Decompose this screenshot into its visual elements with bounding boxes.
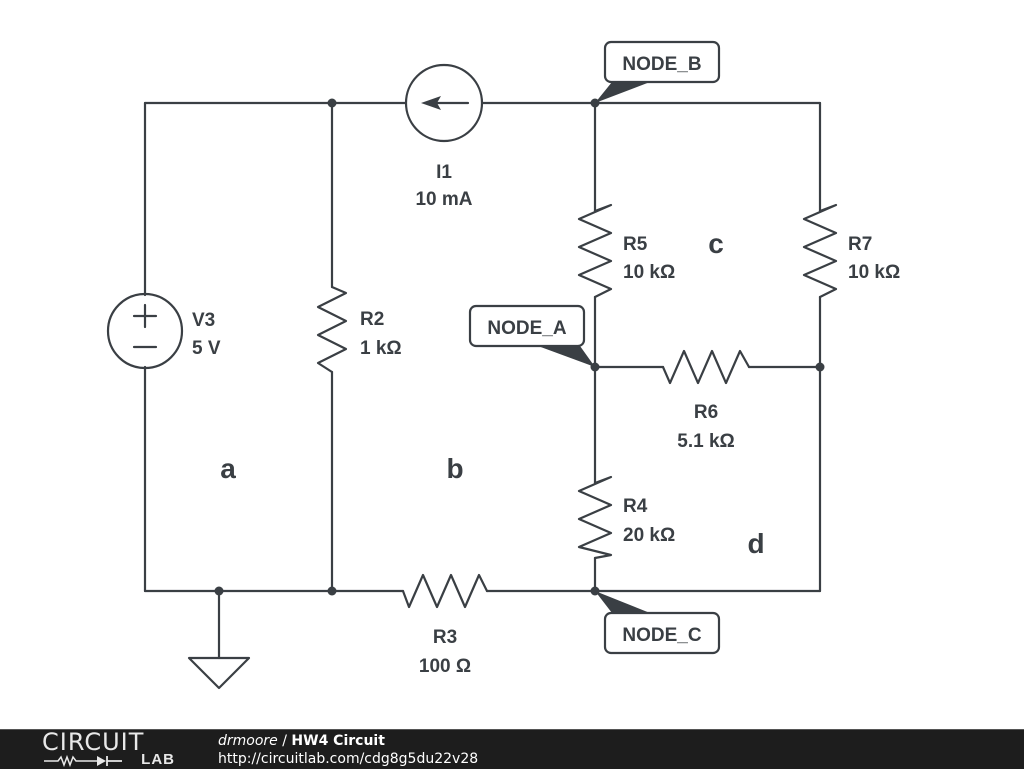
wires: [143, 101, 822, 660]
junction-dot: [327, 98, 337, 108]
ground-icon: [187, 656, 251, 690]
i1-name: I1: [436, 162, 452, 183]
r4-value: 20 kΩ: [623, 525, 675, 546]
r3-name: R3: [433, 627, 457, 648]
r7-value: 10 kΩ: [848, 262, 900, 283]
junction-dot: [214, 586, 224, 596]
footer-bar: CIRCUIT LAB drmoore / HW4 Circuit http:/…: [0, 729, 1024, 769]
r7-name: R7: [848, 234, 872, 255]
r3-value: 100 Ω: [419, 656, 471, 677]
mesh-label-a: a: [220, 453, 236, 484]
node-flag: [595, 82, 650, 103]
node-box: [603, 40, 721, 84]
junctions: [214, 98, 825, 596]
node-flag: [595, 591, 650, 613]
resistor-r2[interactable]: [316, 285, 348, 374]
mesh-label-c: c: [708, 228, 724, 259]
r5-name: R5: [623, 234, 648, 255]
resistor-r7[interactable]: [802, 203, 838, 299]
node-b-text: NODE_B: [622, 54, 701, 75]
v3-name: V3: [192, 310, 215, 331]
author-link[interactable]: drmoore: [218, 733, 278, 749]
separator: /: [277, 733, 292, 749]
r6-name: R6: [694, 402, 718, 423]
logo-circuit-icon: [44, 754, 122, 768]
circuit-title[interactable]: HW4 Circuit: [291, 733, 385, 749]
plus-icon: [132, 303, 158, 329]
circuitlab-logo[interactable]: CIRCUIT LAB: [42, 728, 177, 768]
node-label-b[interactable]: NODE_B: [595, 40, 721, 103]
mesh-label-d: d: [747, 528, 764, 559]
node-box: [603, 611, 721, 655]
circuit-meta: drmoore / HW4 Circuit http://circuitlab.…: [218, 732, 478, 768]
node-box: [468, 304, 586, 348]
node-a-text: NODE_A: [487, 318, 566, 339]
resistor-r3[interactable]: [401, 573, 489, 609]
logo-wordmark-top: CIRCUIT: [42, 728, 145, 756]
current-source-i1[interactable]: [404, 63, 484, 143]
arrow-left-icon: [421, 96, 441, 110]
i1-value: 10 mA: [415, 189, 472, 210]
resistor-r6[interactable]: [661, 349, 751, 385]
r2-name: R2: [360, 309, 384, 330]
junction-dot: [327, 586, 337, 596]
voltage-source-circle: [106, 292, 184, 370]
junction-dot: [815, 362, 825, 372]
r6-value: 5.1 kΩ: [677, 431, 735, 452]
circuit-url[interactable]: http://circuitlab.com/cdg8g5du22v28: [218, 751, 479, 767]
node-label-c[interactable]: NODE_C: [595, 591, 721, 655]
r4-name: R4: [623, 496, 648, 517]
resistor-r4[interactable]: [577, 475, 613, 560]
schematic-canvas: V3 5 V I1 10 mA R2 1 kΩ R5 10 kΩ R7 10 k…: [106, 40, 900, 690]
node-c-text: NODE_C: [622, 625, 701, 646]
node-flag: [538, 346, 595, 367]
voltage-source-v3[interactable]: [106, 292, 184, 370]
r5-value: 10 kΩ: [623, 262, 675, 283]
resistor-r5[interactable]: [577, 203, 613, 299]
r2-value: 1 kΩ: [360, 338, 402, 359]
v3-value: 5 V: [192, 338, 221, 359]
logo-wordmark-bottom: LAB: [141, 751, 175, 768]
current-source-circle: [404, 63, 484, 143]
mesh-label-b: b: [446, 453, 463, 484]
node-label-a[interactable]: NODE_A: [468, 304, 595, 367]
